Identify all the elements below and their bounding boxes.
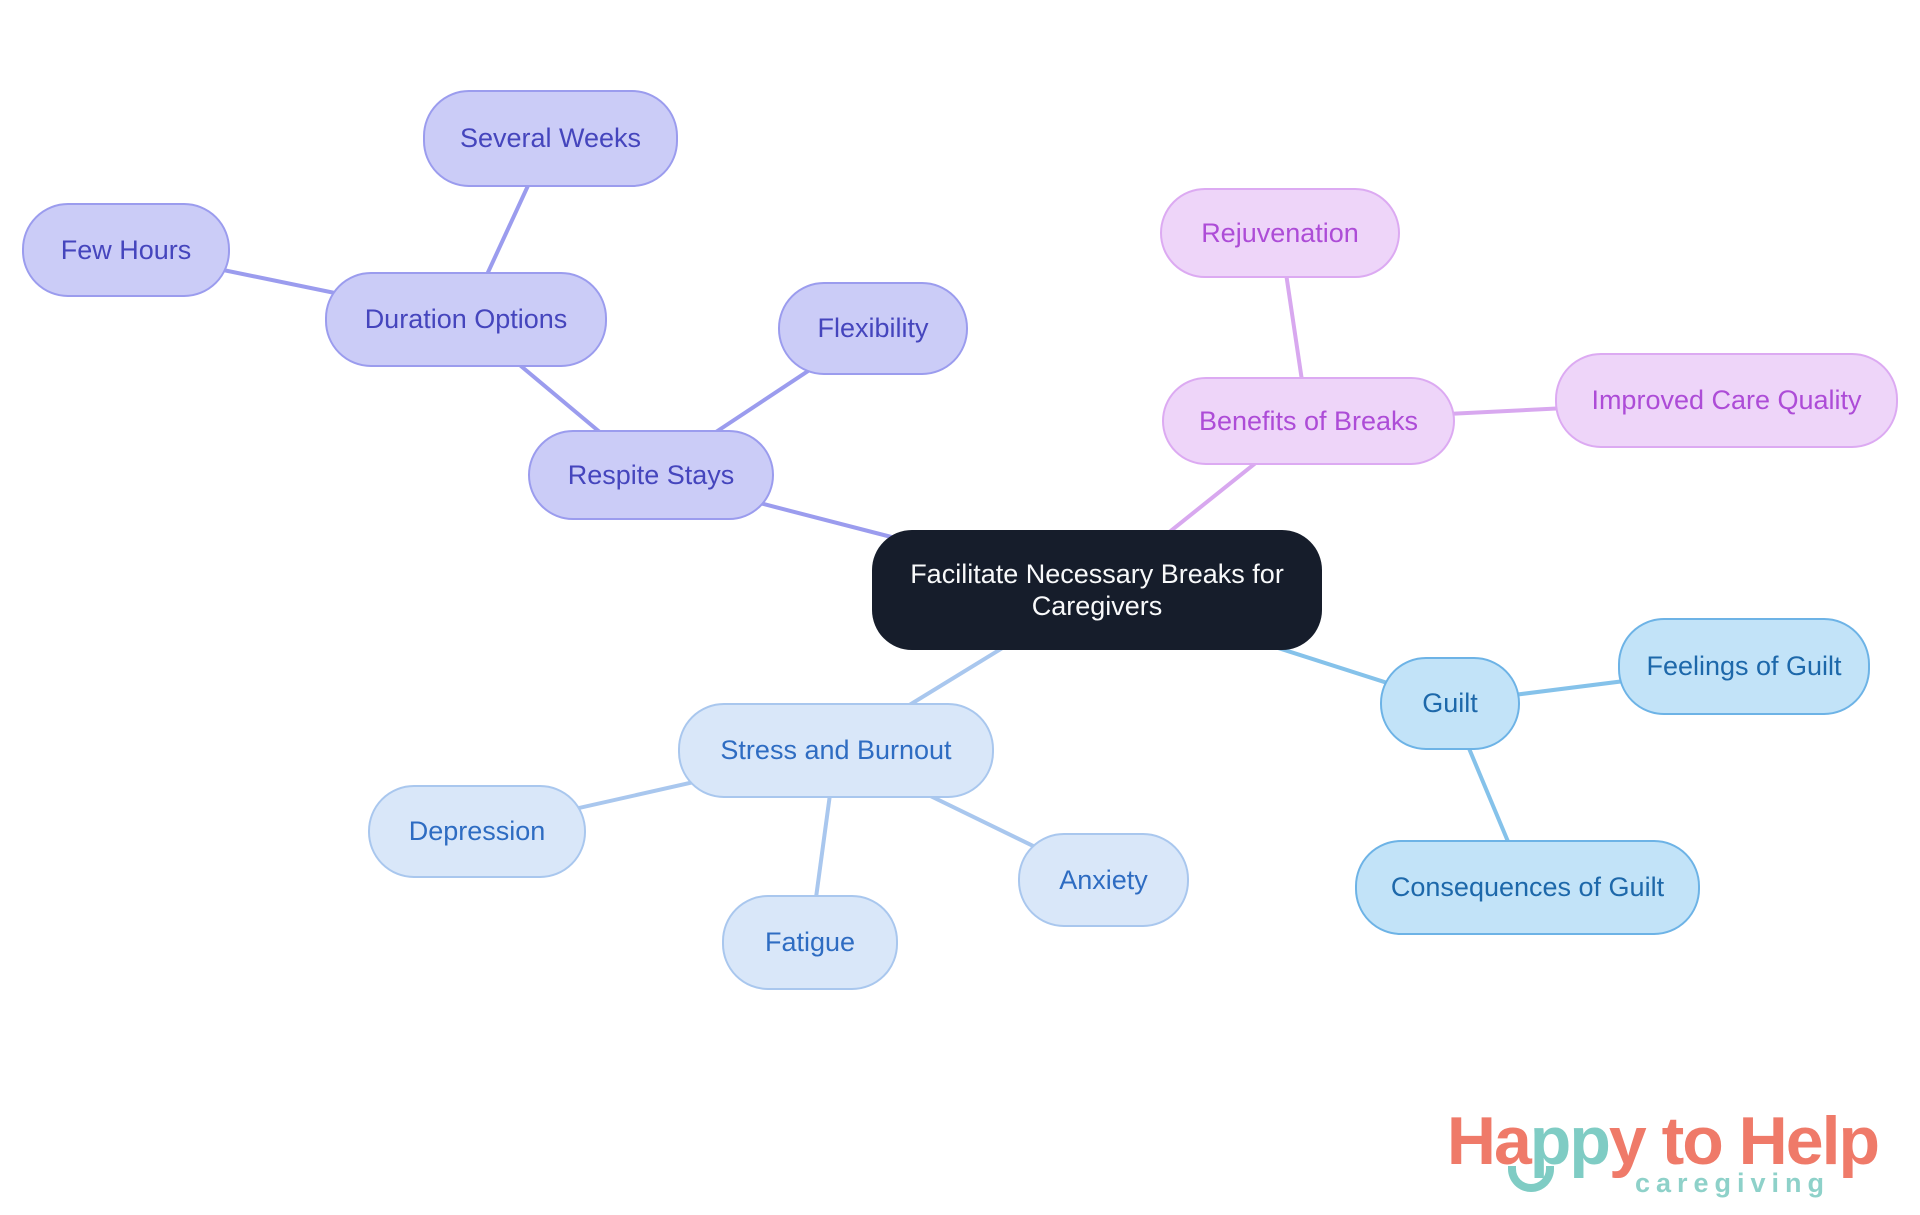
logo-segment-coral: y to Help [1608,1103,1880,1179]
node-duration-options[interactable]: Duration Options [325,272,607,367]
node-label: Anxiety [1059,864,1148,895]
node-fatigue[interactable]: Fatigue [722,895,898,990]
node-improved-care-quality[interactable]: Improved Care Quality [1555,353,1898,448]
node-depression[interactable]: Depression [368,785,586,878]
central-topic-label: Facilitate Necessary Breaks for Caregive… [910,558,1284,621]
node-respite-stays[interactable]: Respite Stays [528,430,774,520]
logo-wordmark: Happy to Help [1447,1102,1880,1180]
node-label: Several Weeks [459,123,642,154]
node-label: Benefits of Breaks [1198,405,1419,436]
node-label: Stress and Burnout [720,735,952,766]
node-stress-and-burnout[interactable]: Stress and Burnout [678,703,994,798]
node-label: Feelings of Guilt [1646,651,1842,682]
node-feelings-of-guilt[interactable]: Feelings of Guilt [1618,618,1870,715]
node-few-hours[interactable]: Few Hours [22,203,230,297]
node-label: Depression [408,816,546,847]
happy-to-help-logo: Happy to Help caregiving [1408,1102,1880,1207]
node-label: Duration Options [364,304,568,335]
node-label: Rejuvenation [1201,217,1359,248]
node-label: Flexibility [817,313,929,344]
smile-icon [1508,1166,1554,1192]
node-label: Consequences of Guilt [1390,872,1665,903]
node-label: Respite Stays [567,459,735,490]
node-flexibility[interactable]: Flexibility [778,282,968,375]
logo-tagline: caregiving [1634,1168,1830,1198]
node-rejuvenation[interactable]: Rejuvenation [1160,188,1400,278]
node-central-topic[interactable]: Facilitate Necessary Breaks for Caregive… [872,530,1322,650]
node-label: Improved Care Quality [1591,385,1862,416]
node-consequences-of-guilt[interactable]: Consequences of Guilt [1355,840,1700,935]
node-anxiety[interactable]: Anxiety [1018,833,1189,927]
node-label: Guilt [1422,688,1478,719]
node-label: Few Hours [60,234,192,265]
node-benefits-of-breaks[interactable]: Benefits of Breaks [1162,377,1455,465]
node-label: Fatigue [764,927,856,958]
node-guilt[interactable]: Guilt [1380,657,1520,750]
node-several-weeks[interactable]: Several Weeks [423,90,678,187]
